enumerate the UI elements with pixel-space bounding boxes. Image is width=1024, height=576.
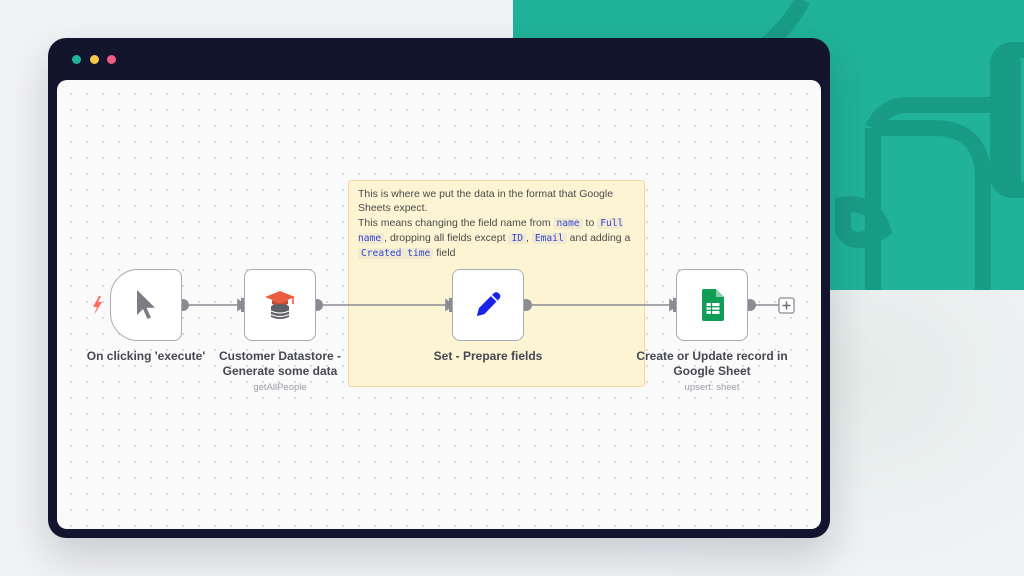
- node-set-prepare-fields[interactable]: [452, 269, 524, 341]
- sticky-text: This means changing the field name from: [358, 216, 554, 229]
- node-customer-datastore[interactable]: [244, 269, 316, 341]
- google-sheets-icon: [677, 270, 747, 340]
- node-google-sheet[interactable]: [676, 269, 748, 341]
- node-label-set: Set - Prepare fields: [408, 349, 568, 364]
- sticky-text: field: [433, 247, 456, 260]
- code-created-time: Created time: [358, 248, 434, 260]
- sticky-note-line-1: This is where we put the data in the for…: [358, 188, 614, 215]
- window-control-yellow[interactable]: [90, 55, 99, 64]
- node-title: Create or Update record in Google Sheet: [636, 349, 788, 378]
- plus-icon[interactable]: [778, 297, 795, 314]
- sticky-text: to: [582, 216, 598, 229]
- node-subtitle: upsert: sheet: [684, 382, 740, 393]
- workflow-canvas[interactable]: This is where we put the data in the for…: [57, 80, 821, 529]
- sticky-note-line-2: This means changing the field name from …: [358, 216, 635, 262]
- node-title: On clicking 'execute': [86, 349, 206, 363]
- lightning-bolt-icon: [93, 296, 102, 315]
- app-window: This is where we put the data in the for…: [48, 38, 830, 538]
- node-label-trigger: On clicking 'execute': [66, 349, 226, 364]
- window-control-pink[interactable]: [107, 55, 116, 64]
- sticky-text: , dropping all fields except: [384, 231, 509, 244]
- code-email: Email: [531, 232, 567, 244]
- sticky-text: ,: [526, 231, 532, 244]
- node-title: Customer Datastore - Generate some data: [218, 349, 342, 378]
- node-label-datastore: Customer Datastore - Generate some data …: [200, 349, 360, 395]
- mouse-pointer-icon: [111, 270, 181, 340]
- input-handle: [673, 298, 677, 312]
- code-id: ID: [508, 232, 526, 244]
- sticky-note[interactable]: This is where we put the data in the for…: [348, 180, 645, 387]
- input-handle: [241, 298, 245, 312]
- code-name: name: [553, 217, 583, 229]
- sticky-text: and adding a: [566, 231, 631, 244]
- node-trigger[interactable]: [110, 269, 182, 341]
- node-label-gsheet: Create or Update record in Google Sheet …: [632, 349, 792, 395]
- database-graduation-cap-icon: [245, 270, 315, 340]
- pen-icon: [453, 270, 523, 340]
- input-handle: [449, 298, 453, 312]
- node-subtitle: getAllPeople: [253, 382, 307, 393]
- window-control-teal[interactable]: [72, 55, 81, 64]
- node-title: Set - Prepare fields: [433, 349, 543, 363]
